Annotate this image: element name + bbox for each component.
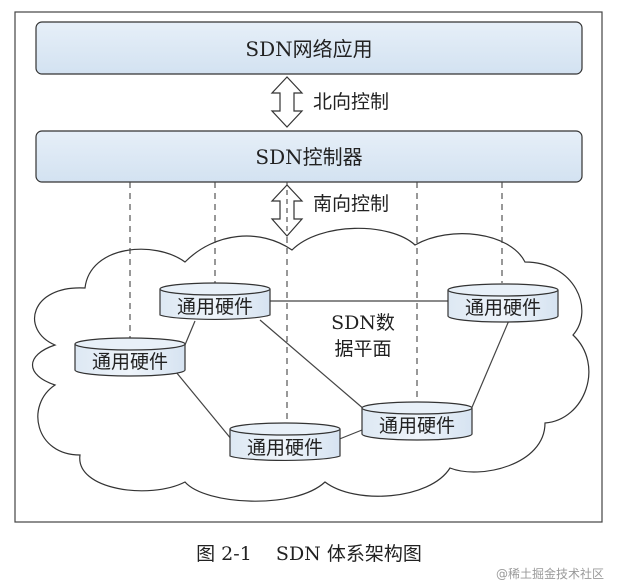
data-plane-links — [175, 300, 511, 441]
southbound-arrow — [270, 184, 304, 237]
hardware-node-label: 通用硬件 — [247, 437, 323, 459]
hardware-node-b: 通用硬件 — [447, 283, 559, 323]
application-layer-box: SDN网络应用 — [35, 21, 583, 75]
hardware-node-c: 通用硬件 — [74, 337, 186, 377]
controller-label: SDN控制器 — [255, 145, 362, 169]
northbound-arrow — [270, 76, 304, 128]
hardware-node-a: 通用硬件 — [159, 282, 271, 321]
controller-box: SDN控制器 — [35, 130, 583, 183]
figure-caption: 图 2-1 SDN 体系架构图 — [196, 543, 422, 565]
data-plane-label-line1: SDN数 — [331, 312, 395, 334]
hardware-node-label: 通用硬件 — [379, 415, 455, 437]
data-plane-label-line2: 据平面 — [334, 338, 391, 360]
northbound-label: 北向控制 — [313, 91, 389, 113]
watermark: @稀土掘金技术社区 — [496, 566, 604, 581]
application-layer-label: SDN网络应用 — [245, 37, 372, 61]
outer-frame — [14, 11, 603, 523]
hardware-node-d: 通用硬件 — [361, 401, 473, 441]
hardware-node-label: 通用硬件 — [177, 296, 253, 318]
hardware-node-e: 通用硬件 — [229, 422, 341, 462]
hardware-node-label: 通用硬件 — [465, 297, 541, 319]
southbound-label: 南向控制 — [313, 193, 389, 215]
southbound-control-links — [129, 182, 503, 425]
hardware-node-label: 通用硬件 — [92, 351, 168, 373]
